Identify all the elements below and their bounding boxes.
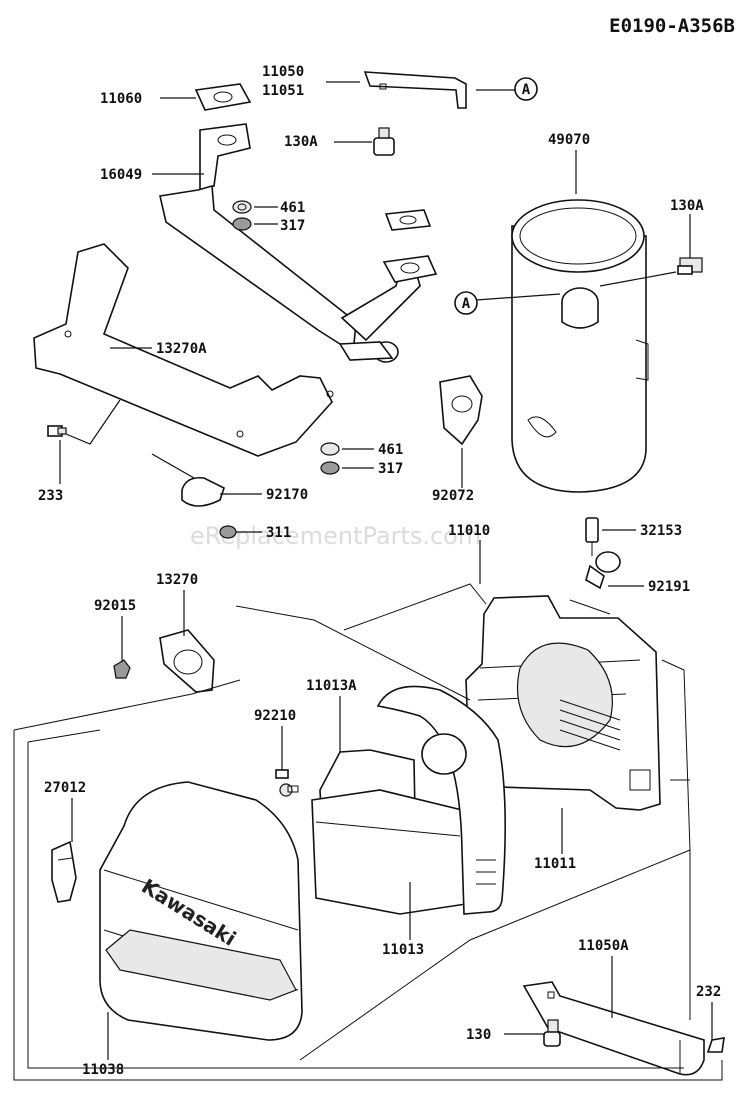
label-13270a: 13270A xyxy=(156,341,207,357)
label-461-mid: 461 xyxy=(378,442,403,458)
nut-317-top xyxy=(232,217,252,231)
label-11013: 11013 xyxy=(382,942,424,958)
base-11011 xyxy=(465,595,661,811)
fitting-32153 xyxy=(585,517,599,556)
clip-27012 xyxy=(51,840,77,903)
heat-shield-13270a xyxy=(33,243,334,457)
label-130a-top: 130A xyxy=(284,134,318,150)
nut-317-mid xyxy=(320,461,340,475)
bolt-130a-top xyxy=(373,127,395,156)
clamp-92072 xyxy=(439,375,483,446)
assembly-outline xyxy=(13,583,723,1081)
bolt-92210 xyxy=(275,769,299,797)
label-233: 233 xyxy=(38,488,63,504)
nut-461-top xyxy=(232,200,252,214)
bolt-130-bottom xyxy=(543,1019,561,1047)
label-317-top: 317 xyxy=(280,218,305,234)
label-130a-right: 130A xyxy=(670,198,704,214)
gasket-outlet xyxy=(384,209,432,231)
label-32153: 32153 xyxy=(640,523,682,539)
bolt-232 xyxy=(706,1037,725,1053)
label-11011: 11011 xyxy=(534,856,576,872)
bracket-11050 xyxy=(363,71,467,109)
label-27012: 27012 xyxy=(44,780,86,796)
label-130-bottom: 130 xyxy=(466,1027,491,1043)
label-11038: 11038 xyxy=(82,1062,124,1078)
label-92015: 92015 xyxy=(94,598,136,614)
exhaust-pipe-16049 xyxy=(159,123,438,363)
label-11050a: 11050A xyxy=(578,938,629,954)
label-92191: 92191 xyxy=(648,579,690,595)
watermark: eReplacementParts.com xyxy=(190,522,481,550)
label-311: 311 xyxy=(266,525,291,541)
label-11013a: 11013A xyxy=(306,678,357,694)
label-92072: 92072 xyxy=(432,488,474,504)
muffler-49070 xyxy=(511,199,649,493)
label-232: 232 xyxy=(696,984,721,1000)
precleaner-11013a xyxy=(376,685,506,915)
nut-92015 xyxy=(113,659,131,679)
label-317-mid: 317 xyxy=(378,461,403,477)
element-11013 xyxy=(311,749,467,915)
cover-11038: Kawasaki xyxy=(99,781,303,1041)
label-16049: 16049 xyxy=(100,167,142,183)
label-11010: 11010 xyxy=(448,523,490,539)
bolt-130a-right xyxy=(677,257,703,275)
nut-311 xyxy=(219,525,237,539)
label-11051: 11051 xyxy=(262,83,304,99)
clamp-92191 xyxy=(585,551,621,590)
ref-marker-a-muffler: A xyxy=(454,291,478,315)
label-461-top: 461 xyxy=(280,200,305,216)
label-11050: 11050 xyxy=(262,64,304,80)
leader-lines xyxy=(59,81,713,1060)
label-13270: 13270 xyxy=(156,572,198,588)
label-92210: 92210 xyxy=(254,708,296,724)
svg-text:A: A xyxy=(522,82,531,98)
clamp-92170 xyxy=(181,476,225,507)
bolt-233 xyxy=(47,425,67,437)
nut-461-mid xyxy=(320,442,340,456)
label-11060: 11060 xyxy=(100,91,142,107)
gasket-11060 xyxy=(194,83,252,111)
ref-marker-a-top: A xyxy=(514,77,538,101)
gasket-13270 xyxy=(159,629,215,693)
label-92170: 92170 xyxy=(266,487,308,503)
svg-text:A: A xyxy=(462,296,471,312)
label-49070: 49070 xyxy=(548,132,590,148)
diagram-code: E0190-A356B xyxy=(609,15,735,37)
